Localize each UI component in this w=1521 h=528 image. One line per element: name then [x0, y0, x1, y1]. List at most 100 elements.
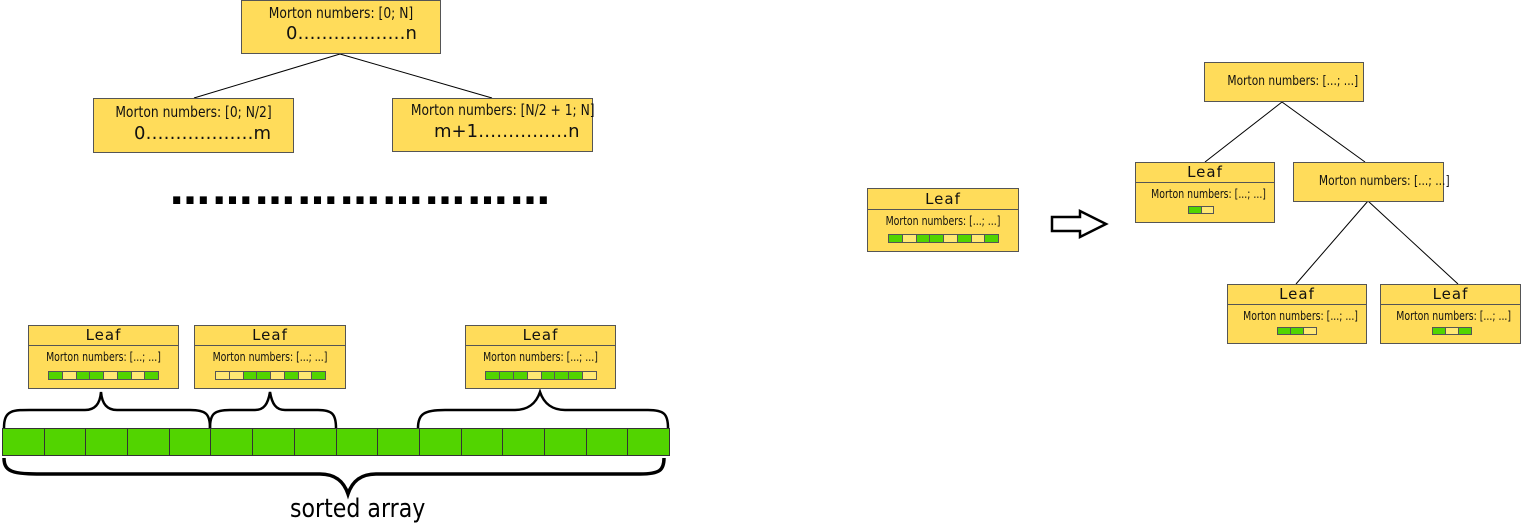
- leaf-label: Leaf: [1228, 285, 1366, 305]
- morton-cell: [957, 235, 972, 242]
- edge-root-right: [339, 53, 493, 99]
- bottom-leaf-3: Leaf Morton numbers: [...; ...]: [465, 325, 616, 389]
- morton-cell: [555, 372, 570, 379]
- tree-left-child-range: 0………………m: [134, 123, 271, 144]
- sorted-array-cell: [419, 429, 462, 455]
- morton-cell: [1278, 328, 1291, 334]
- morton-cell: [49, 372, 63, 379]
- leaf-cells: [215, 371, 326, 380]
- after-leaf-a: Leaf Morton numbers: [...; ...]: [1227, 284, 1367, 344]
- leaf-label: Leaf: [1381, 285, 1520, 305]
- sorted-array-caption: sorted array: [290, 494, 426, 524]
- sorted-array-cell: [378, 429, 420, 455]
- morton-cell: [131, 372, 146, 379]
- tree-right-child-node: Morton numbers: [N/2 + 1; N] m+1……………n: [392, 98, 595, 152]
- morton-cell: [257, 372, 271, 379]
- leaf-cells: [1432, 327, 1472, 335]
- after-inner-node: Morton numbers: [...; ...]: [1293, 162, 1450, 202]
- leaf-label: Leaf: [868, 189, 1018, 210]
- tree-left-child-node: Morton numbers: [0; N/2] 0………………m: [93, 98, 294, 153]
- sorted-array-cell: [503, 429, 545, 455]
- sorted-array-cell: [211, 429, 254, 455]
- leaf-title: Morton numbers: [...; ...]: [46, 350, 161, 364]
- sorted-array-cell: [86, 429, 129, 455]
- morton-cell: [1189, 207, 1202, 213]
- edge-r-root-leaf: [1204, 101, 1283, 163]
- morton-cell: [312, 372, 325, 379]
- tree-right-child-range: m+1……………n: [434, 121, 580, 142]
- leaf-cells: [888, 234, 999, 243]
- sorted-array-cell: [128, 429, 170, 455]
- edge-root-left: [193, 53, 341, 99]
- sorted-array-cell: [294, 429, 337, 455]
- bottom-leaf-2: Leaf Morton numbers: [...; ...]: [194, 325, 346, 389]
- morton-cell: [104, 372, 118, 379]
- sorted-array-cell: [586, 429, 629, 455]
- leaf-cells: [485, 371, 597, 380]
- morton-cell: [971, 235, 986, 242]
- morton-cell: [1201, 207, 1213, 213]
- morton-cell: [271, 372, 285, 379]
- morton-cell: [1304, 328, 1316, 334]
- morton-cell: [902, 235, 917, 242]
- tree-root-title: Morton numbers: [0; N]: [268, 4, 414, 22]
- morton-cell: [1446, 328, 1459, 334]
- sorted-array-cell: [253, 429, 295, 455]
- leaf-cells: [1277, 327, 1317, 335]
- leaf-cells: [1188, 206, 1214, 214]
- after-root-title: Morton numbers: [...; ...]: [1227, 74, 1359, 89]
- after-root-node: Morton numbers: [...; ...]: [1204, 62, 1364, 102]
- leaf-label: Leaf: [466, 326, 615, 346]
- morton-cell: [243, 372, 258, 379]
- morton-cell: [889, 235, 903, 242]
- morton-cell: [569, 372, 584, 379]
- leaf-label: Leaf: [29, 326, 178, 346]
- morton-cell: [216, 372, 230, 379]
- morton-cell: [76, 372, 91, 379]
- sorted-array-cell: [544, 429, 587, 455]
- morton-cell: [541, 372, 556, 379]
- morton-cell: [486, 372, 500, 379]
- morton-cell: [1459, 328, 1471, 334]
- after-inner-title: Morton numbers: [...; ...]: [1318, 174, 1450, 189]
- edge-r-root-inner: [1281, 101, 1366, 163]
- sorted-array-cell: [461, 429, 504, 455]
- morton-cell: [62, 372, 77, 379]
- leaf-title: Morton numbers: [...; ...]: [885, 214, 1001, 228]
- brace-sorted-array: [2, 457, 666, 500]
- morton-cell: [985, 235, 998, 242]
- leaf-label: Leaf: [1136, 163, 1274, 183]
- morton-cell: [930, 235, 944, 242]
- morton-cell: [513, 372, 528, 379]
- sorted-array-cell: [44, 429, 87, 455]
- leaf-label: Leaf: [195, 326, 345, 346]
- sorted-array: [2, 428, 670, 456]
- morton-cell: [284, 372, 299, 379]
- tree-left-child-title: Morton numbers: [0; N/2]: [115, 103, 272, 121]
- morton-cell: [1291, 328, 1304, 334]
- after-left-leaf: Leaf Morton numbers: [...; ...]: [1135, 162, 1275, 223]
- leaf-title: Morton numbers: [...; ...]: [483, 350, 598, 364]
- morton-cell: [145, 372, 158, 379]
- sorted-array-cell: [169, 429, 212, 455]
- leaf-title: Morton numbers: [...; ...]: [212, 350, 328, 364]
- morton-cell: [944, 235, 958, 242]
- right-arrow-icon: [1050, 208, 1109, 240]
- sorted-array-cell: [336, 429, 379, 455]
- tree-right-child-title: Morton numbers: [N/2 + 1; N]: [410, 101, 595, 119]
- after-leaf-b: Leaf Morton numbers: [...; ...]: [1380, 284, 1521, 344]
- leaf-title: Morton numbers: [...; ...]: [1243, 309, 1358, 323]
- sorted-array-cell: [3, 429, 45, 455]
- morton-cell: [298, 372, 313, 379]
- morton-cell: [229, 372, 244, 379]
- brace-leaf-1: [2, 391, 212, 429]
- morton-cell: [527, 372, 542, 379]
- leaf-title: Morton numbers: [...; ...]: [1396, 309, 1512, 323]
- morton-cell: [583, 372, 596, 379]
- leaf-cells: [48, 371, 159, 380]
- edge-inner-leafa: [1295, 200, 1369, 285]
- tree-root-range: 0………………n: [286, 23, 417, 44]
- morton-cell: [90, 372, 104, 379]
- tree-ellipsis: ………………………: [170, 168, 553, 214]
